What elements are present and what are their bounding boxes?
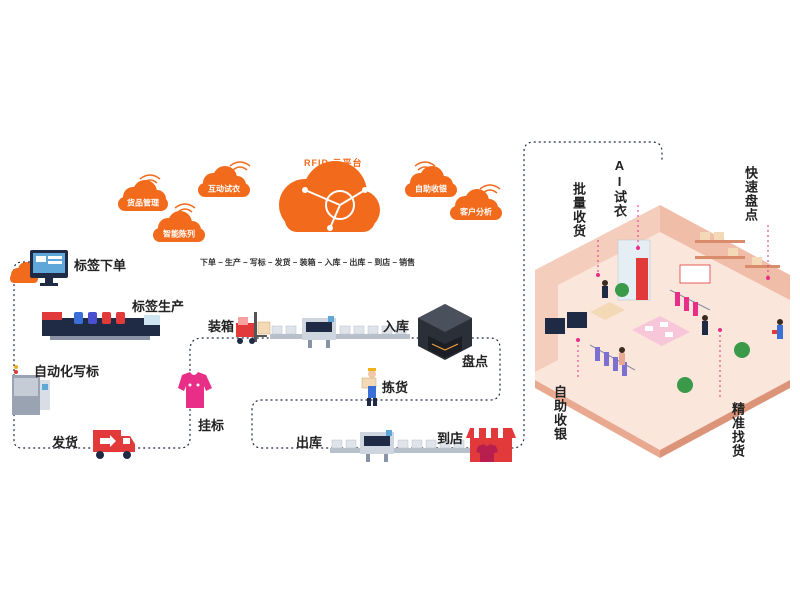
- cloud-node-display: [153, 211, 205, 242]
- step-pack: 装箱: [208, 319, 235, 334]
- forklift-icon: [236, 312, 271, 344]
- cloud-node-goods-label: 货品管理: [127, 198, 159, 208]
- store-batch-receive: 批量收货: [571, 182, 586, 238]
- label-order-icon: [10, 250, 68, 286]
- shop-icon: [466, 428, 516, 462]
- store-ai-fitting: AI试衣: [612, 158, 627, 218]
- step-picking: 拣货: [382, 380, 409, 395]
- store-precise-find: 精准找货: [730, 402, 745, 458]
- rfid-cloud-title: RFID 云平台: [304, 158, 363, 168]
- step-label-production: 标签生产: [132, 299, 185, 314]
- step-inbound: 入库: [383, 319, 410, 334]
- store-pointer-lines: [577, 205, 769, 400]
- picking-worker-icon: [361, 368, 377, 406]
- flow-path: [13, 141, 663, 449]
- step-hang-tag: 挂标: [198, 418, 225, 433]
- cloud-node-goods: [118, 180, 168, 211]
- rfid-cloud-icon: [279, 161, 380, 232]
- cloud-node-analysis-label: 客户分析: [460, 207, 492, 217]
- auto-write-machine-icon: [12, 365, 50, 415]
- cloud-node-display-label: 智能陈列: [163, 229, 195, 239]
- step-auto-write: 自动化写标: [34, 364, 100, 379]
- conveyor-scanner-1: [270, 316, 410, 348]
- wifi-icons: [139, 161, 501, 213]
- conveyor-scanner-2: [330, 430, 470, 462]
- cloud-node-fitting-label: 互动试衣: [208, 184, 240, 194]
- cloud-node-analysis: [450, 189, 502, 220]
- cloud-node-fitting: [198, 166, 250, 197]
- step-outbound: 出库: [296, 435, 323, 450]
- step-label-order: 标签下单: [74, 258, 127, 273]
- step-to-store: 到店: [437, 431, 464, 446]
- store-self-checkout: 自助收银: [552, 385, 567, 441]
- hang-tag-garment-icon: [178, 372, 212, 408]
- isometric-store: [535, 205, 790, 458]
- store-quick-count: 快速盘点: [743, 166, 758, 222]
- label-printer-icon: [42, 312, 160, 340]
- delivery-truck-icon: [93, 430, 135, 459]
- process-flow-text: 下单 – 生产 – 写标 – 发货 – 装箱 – 入库 – 出库 – 到店 – …: [200, 258, 416, 267]
- cloud-node-checkout: [405, 166, 457, 197]
- step-ship: 发货: [52, 435, 79, 450]
- cloud-node-checkout-label: 自助收银: [415, 184, 447, 194]
- step-inventory: 盘点: [462, 354, 489, 369]
- warehouse-icon: [418, 304, 472, 360]
- cloud-node-shapes: [118, 166, 502, 242]
